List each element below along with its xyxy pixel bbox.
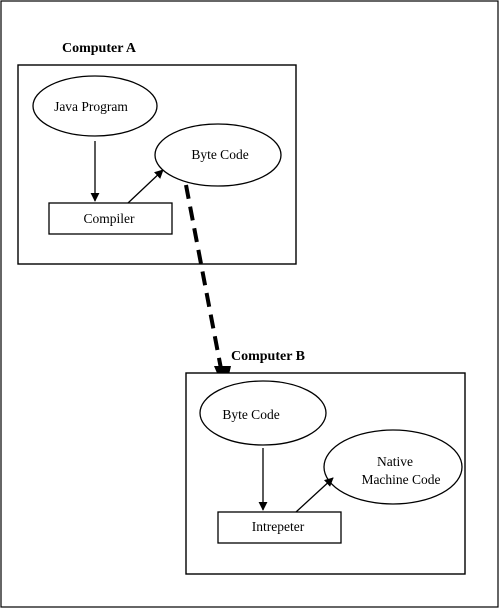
byte-code-a-label: Byte Code	[191, 147, 248, 162]
native-label-line2: Machine Code	[361, 472, 440, 487]
java-program-node	[32, 75, 158, 137]
native-machine-code-node	[323, 429, 463, 505]
byte-code-a-node	[154, 123, 282, 187]
native-label-line1: Native	[377, 454, 413, 469]
byte-code-b-node	[199, 380, 327, 446]
compiler-label: Compiler	[84, 211, 135, 226]
edge-transfer-dashed	[184, 184, 224, 375]
compiler-node	[48, 202, 173, 235]
edge-compiler-to-bytecode	[127, 169, 164, 204]
computer-b-title: Computer B	[231, 349, 305, 364]
intrepeter-label: Intrepeter	[252, 519, 305, 534]
intrepeter-node	[217, 511, 342, 544]
java-program-label: Java Program	[54, 99, 128, 114]
byte-code-b-label: Byte Code	[222, 407, 279, 422]
edge-intrepeter-to-native	[295, 477, 334, 513]
computer-a-title: Computer A	[62, 41, 137, 56]
